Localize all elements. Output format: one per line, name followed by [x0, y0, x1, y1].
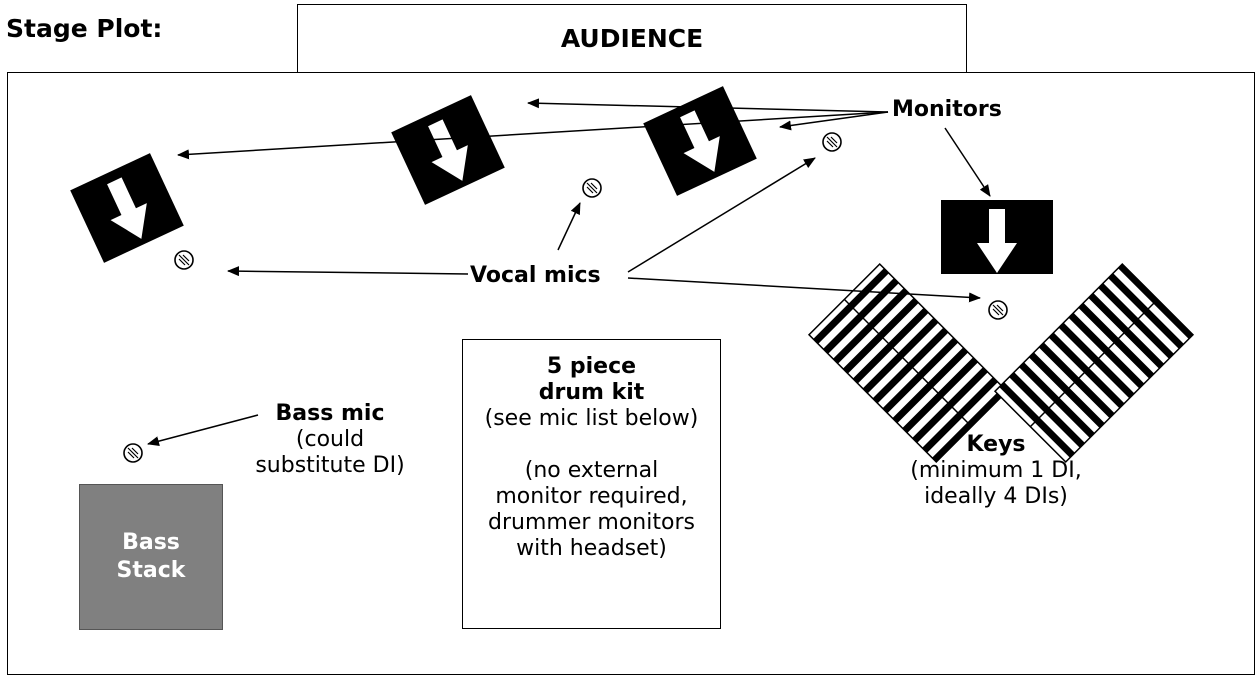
- monitor-wedge-icon: [941, 200, 1053, 274]
- drum-kit-monitor-note-3: drummer monitors: [488, 510, 695, 535]
- drum-kit-note: (see mic list below): [484, 406, 699, 431]
- bass-mic-arrow: [147, 414, 259, 447]
- keys-title: Keys: [966, 432, 1026, 457]
- bass-stack-box: Bass Stack: [79, 484, 223, 630]
- stage-area: [7, 72, 1255, 675]
- monitor-wedge-icon: [70, 153, 184, 263]
- vocal-mic-arrows: [227, 157, 981, 303]
- bass-mic-note-2: substitute DI): [255, 453, 405, 478]
- keyboard-icon: [993, 262, 1195, 464]
- bass-mic-title: Bass mic: [275, 401, 385, 426]
- bass-stack-label-2: Stack: [116, 558, 186, 583]
- drum-kit-title-2: drum kit: [538, 380, 645, 405]
- monitor-arrows: [177, 98, 991, 197]
- microphone-icon: [822, 132, 842, 152]
- drum-kit-monitor-note-4: with headset): [516, 536, 667, 561]
- drum-kit-monitor-note-1: (no external: [524, 458, 659, 483]
- bass-mic-label: Bass mic (could substitute DI): [230, 401, 430, 479]
- stage-plot-title: Stage Plot:: [6, 14, 163, 43]
- drum-kit-monitor-note-2: monitor required,: [495, 484, 688, 509]
- monitor-wedge-icon: [391, 95, 505, 205]
- keys-label: Keys (minimum 1 DI, ideally 4 DIs): [896, 432, 1096, 510]
- drum-kit-title-1: 5 piece: [546, 354, 637, 379]
- keyboard-icon: [807, 262, 1009, 464]
- keys-note-2: ideally 4 DIs): [924, 484, 1068, 509]
- vocal-mics-label: Vocal mics: [470, 263, 601, 288]
- bass-stack-label-1: Bass: [122, 530, 180, 555]
- drum-kit-box: 5 piece drum kit (see mic list below) (n…: [462, 339, 721, 629]
- audience-label: AUDIENCE: [560, 24, 704, 53]
- microphone-icon: [582, 178, 602, 198]
- microphone-icon: [123, 443, 143, 463]
- monitor-wedge-icon: [643, 86, 757, 196]
- microphone-icon: [174, 250, 194, 270]
- monitors-label: Monitors: [892, 97, 1002, 122]
- microphone-icon: [988, 300, 1008, 320]
- bass-mic-note-1: (could: [295, 427, 365, 452]
- keys-note-1: (minimum 1 DI,: [910, 458, 1082, 483]
